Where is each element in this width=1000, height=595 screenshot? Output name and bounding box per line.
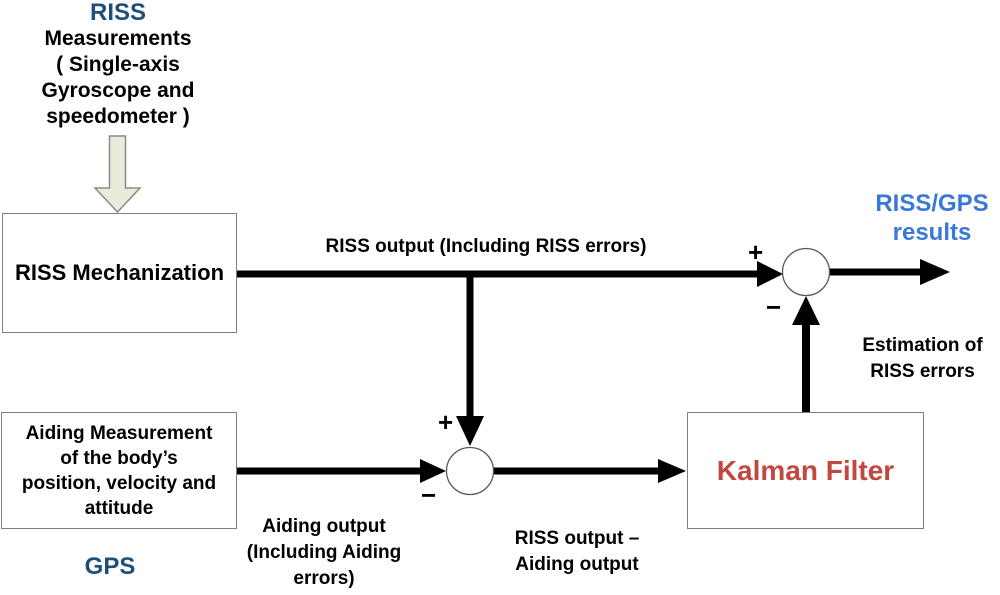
mid-junction-minus-sign: − <box>421 480 437 510</box>
riss-minus-aiding-line: RISS output – <box>514 528 640 549</box>
riss-minus-aiding-label: RISS output – Aiding output <box>487 526 667 578</box>
riss-source-line: Gyroscope and <box>41 79 195 102</box>
arrowhead-into-top-junction-bottom <box>792 296 820 325</box>
top-summing-junction <box>781 247 831 297</box>
gps-box-line: attitude <box>84 497 154 519</box>
aiding-output-label-line: errors) <box>293 568 355 589</box>
riss-minus-aiding-line: Aiding output <box>515 554 639 575</box>
riss-source-block: RISS Measurements ( Single-axis Gyroscop… <box>3 0 233 130</box>
kalman-filter-box: Kalman Filter <box>687 412 924 529</box>
results-label: RISS/GPS results <box>852 189 1000 247</box>
riss-source-title: RISS <box>89 0 146 26</box>
mid-summing-junction <box>445 446 495 496</box>
gps-caption: GPS <box>84 553 136 580</box>
aiding-output-label-line: (Including Aiding <box>246 542 402 563</box>
estimation-label-line: RISS errors <box>870 361 975 382</box>
difference-line <box>494 467 659 475</box>
arrowhead-into-top-junction <box>757 261 783 287</box>
riss-output-line <box>236 270 760 278</box>
riss-mechanization-box: RISS Mechanization <box>2 213 237 333</box>
estimation-label-line: Estimation of <box>862 335 983 356</box>
arrowhead-gps-into-mid-junction <box>420 459 446 483</box>
kalman-filter-label: Kalman Filter <box>716 454 895 486</box>
results-label-line: results <box>892 219 972 246</box>
gps-output-line <box>237 467 421 475</box>
riss-mechanization-label: RISS Mechanization <box>14 260 225 285</box>
arrowhead-into-kalman <box>658 459 686 483</box>
estimation-label: Estimation of RISS errors <box>820 333 1000 385</box>
riss-source-line: Measurements <box>44 27 192 50</box>
gps-box-line: of the body’s <box>60 447 178 469</box>
results-line <box>829 268 922 276</box>
branch-line <box>466 270 474 418</box>
gps-box-line: Aiding Measurement <box>25 422 213 444</box>
riss-output-label: RISS output (Including RISS errors) <box>325 236 647 257</box>
down-block-arrow-icon <box>93 135 142 214</box>
aiding-output-label: Aiding output (Including Aiding errors) <box>224 514 424 592</box>
aiding-output-label-line: Aiding output <box>262 516 386 537</box>
top-junction-minus-sign: − <box>766 292 782 322</box>
results-label-line: RISS/GPS <box>875 190 989 217</box>
estimation-line <box>802 323 810 413</box>
arrowhead-into-mid-junction <box>456 416 484 446</box>
mid-junction-plus-sign: + <box>438 407 454 437</box>
arrowhead-results <box>920 259 950 285</box>
riss-source-line: speedometer ) <box>46 105 190 128</box>
riss-source-line: ( Single-axis <box>56 53 180 76</box>
top-junction-plus-sign: + <box>748 237 764 267</box>
gps-box-line: position, velocity and <box>21 472 217 494</box>
gps-box: Aiding Measurement of the body’s positio… <box>1 412 237 529</box>
